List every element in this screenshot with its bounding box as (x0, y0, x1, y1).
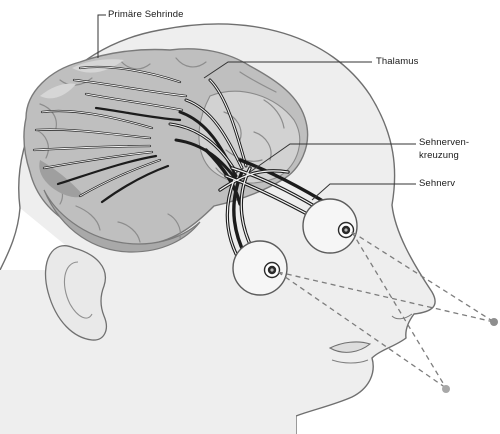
near-target-point (442, 385, 450, 393)
far-target-point (490, 318, 498, 326)
label-thalamus: Thalamus (376, 56, 419, 68)
right-eye (303, 199, 357, 253)
label-primary-visual-cortex: Primäre Sehrinde (108, 9, 184, 21)
left-eye (233, 241, 287, 295)
label-optic-nerve: Sehnerv (419, 178, 455, 190)
label-optic-chiasm-line2: kreuzung (419, 150, 459, 162)
neck-back-outline (0, 208, 20, 270)
label-optic-chiasm-line1: Sehnerven- (419, 137, 469, 149)
